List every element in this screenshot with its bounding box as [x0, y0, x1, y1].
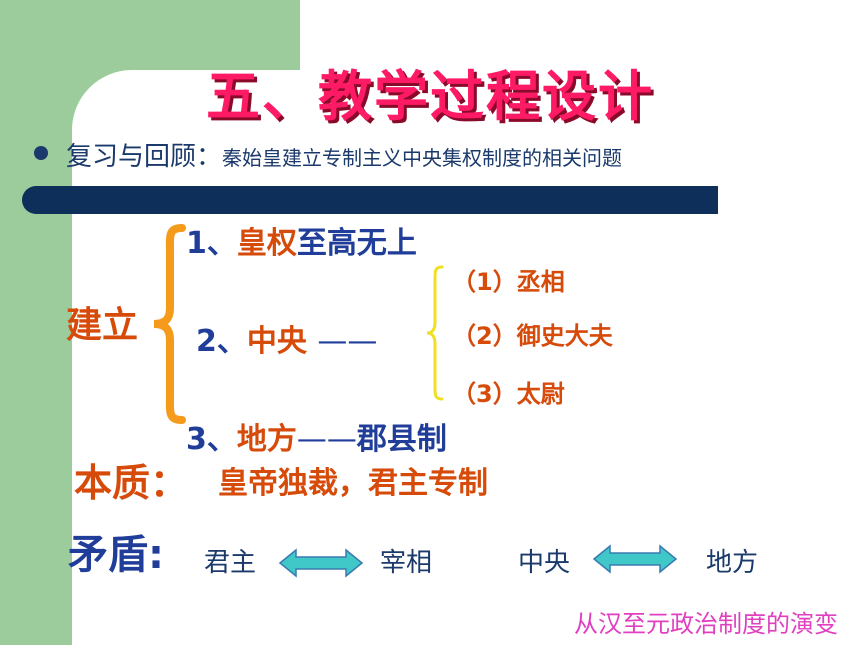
point-3-dash: —— — [296, 422, 357, 457]
chancellor-text: 宰相 — [380, 548, 433, 578]
local-text: 地方 — [706, 548, 759, 578]
point-3: 3、地方——郡县制 — [186, 414, 447, 458]
divider-bar — [22, 186, 718, 214]
slide-title: 五、教学过程设计 — [206, 65, 654, 128]
yellow-brace — [426, 265, 444, 401]
essence-colon: ： — [150, 461, 189, 505]
essence-label: 本质： — [74, 452, 188, 507]
point-2: 2、中央 —— — [196, 316, 377, 360]
jianli-label: 建立 — [66, 305, 139, 346]
review-topic: 秦始皇建立专制主义中央集权制度的相关问题 — [222, 146, 623, 170]
green-side-strip — [0, 0, 72, 645]
contradiction-label: 矛盾: — [68, 532, 164, 578]
point-2-number: 2、 — [196, 324, 247, 359]
review-line: 复习与回顾：秦始皇建立专制主义中央集权制度的相关问题 — [66, 136, 622, 173]
central-official-3: （3）太尉 — [452, 380, 565, 408]
point-1: 1、皇权至高无上 — [186, 218, 417, 262]
point-1-highlight: 皇权 — [236, 226, 297, 261]
central-text: 中央 — [518, 548, 571, 578]
central-official-1: （1）丞相 — [452, 268, 565, 296]
double-arrow-icon — [592, 544, 678, 574]
double-arrow-icon — [278, 548, 364, 578]
essence-text: 皇帝独裁，君主专制 — [218, 466, 488, 501]
monarch-text: 君主 — [204, 548, 257, 578]
point-1-text: 至高无上 — [296, 226, 417, 261]
footer-caption: 从汉至元政治制度的演变 — [574, 610, 838, 638]
point-3-number: 3、 — [186, 422, 237, 457]
bullet-dot — [34, 146, 48, 160]
review-label: 复习与回顾： — [66, 142, 223, 172]
point-2-dash: —— — [317, 324, 378, 359]
point-3-text: 郡县制 — [356, 422, 447, 457]
white-rounded-corner — [72, 70, 402, 270]
point-3-highlight: 地方 — [236, 422, 297, 457]
orange-brace — [153, 224, 186, 424]
central-official-2: （2）御史大夫 — [452, 322, 613, 350]
essence-label-text: 本质 — [74, 461, 151, 505]
point-1-number: 1、 — [186, 226, 237, 261]
point-2-highlight: 中央 — [246, 324, 307, 359]
